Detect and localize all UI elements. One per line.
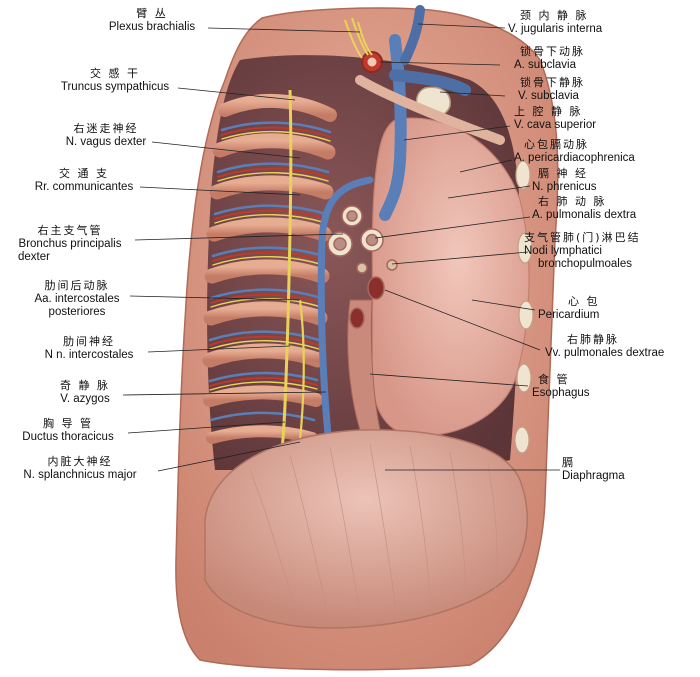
label-cn: 心包膈动脉 <box>524 138 589 151</box>
label-bronchus: 右主支气管 Bronchus principalis dexter <box>6 224 134 264</box>
label-cn: 交 通 支 <box>59 167 109 180</box>
label-v-azygos: 奇 静 脉 V. azygos <box>45 379 125 406</box>
label-cn: 右迷走神经 <box>73 122 139 135</box>
label-la: V. subclavia <box>518 89 579 102</box>
label-cn: 胸 导 管 <box>43 417 93 430</box>
label-la: Plexus brachialis <box>108 20 196 33</box>
label-la: Diaphragma <box>562 469 625 482</box>
label-a-subclavia: 锁骨下动脉 A. subclavia <box>504 45 694 72</box>
intercostal-bundles <box>208 121 332 422</box>
label-v-cava-superior: 上 腔 静 脉 V. cava superior <box>514 105 700 132</box>
label-la: Ductus thoracicus <box>22 430 114 443</box>
label-cn: 食 管 <box>538 373 570 386</box>
label-plexus-brachialis: 臂 丛 Plexus brachialis <box>92 7 212 34</box>
label-cn: 肋间后动脉 <box>44 279 110 292</box>
label-cn: 锁骨下静脉 <box>520 76 585 89</box>
splanchnic-nerve <box>298 299 305 441</box>
label-n-phrenicus: 膈 神 经 N. phrenicus <box>532 167 692 194</box>
label-cn: 膈 神 经 <box>538 167 588 180</box>
label-cn: 支气管肺(门)淋巴结 <box>524 231 641 244</box>
label-cn: 膈 <box>562 456 575 469</box>
costal-cartilages <box>514 160 534 454</box>
label-la: Rr. communicantes <box>34 180 134 193</box>
label-v-jugularis: 颈 内 静 脉 V. jugularis interna <box>508 9 698 36</box>
label-cn: 臂 丛 <box>136 7 168 20</box>
label-cn: 心 包 <box>568 295 600 308</box>
diaphragm-fibers <box>249 443 498 628</box>
label-cn: 右肺静脉 <box>567 333 619 346</box>
label-cn: 锁骨下动脉 <box>520 45 585 58</box>
label-a-pulmonalis: 右 肺 动 脉 A. pulmonalis dextra <box>532 195 692 222</box>
label-cn: 上 腔 静 脉 <box>514 105 583 118</box>
label-a-pericardiacophrenica: 心包膈动脉 A. pericardiacophrenica <box>514 138 700 165</box>
label-la2: bronchopulmoales <box>538 257 632 270</box>
label-nn-intercostales: 肋间神经 N n. intercostales <box>30 335 148 362</box>
label-la: A. subclavia <box>514 58 577 71</box>
leader-lines <box>122 23 560 472</box>
brachial-plexus <box>344 17 373 59</box>
label-la: N. vagus dexter <box>65 135 147 148</box>
label-diaphragma: 膈 Diaphragma <box>562 456 682 483</box>
label-la: A. pulmonalis dextra <box>532 208 637 221</box>
label-la: Aa. intercostales <box>34 292 120 305</box>
label-la: V. cava superior <box>514 118 597 131</box>
label-la: N n. intercostales <box>44 348 134 361</box>
label-n-vagus: 右迷走神经 N. vagus dexter <box>56 122 156 149</box>
label-la: Truncus sympathicus <box>60 80 170 93</box>
label-la: Nodi lymphatici <box>524 244 602 257</box>
label-la: N. phrenicus <box>532 180 597 193</box>
vena-jugularis <box>400 5 425 65</box>
label-pericardium: 心 包 Pericardium <box>538 295 678 322</box>
label-la: V. jugularis interna <box>508 22 603 35</box>
label-cn: 右 肺 动 脉 <box>538 195 607 208</box>
label-ductus-thoracicus: 胸 导 管 Ductus thoracicus <box>8 417 128 444</box>
label-la: Vv. pulmonales dextrae <box>545 346 665 359</box>
ribs <box>202 94 337 444</box>
label-la: V. azygos <box>60 392 110 405</box>
diaphragm-dome <box>204 429 528 629</box>
label-rr-communicantes: 交 通 支 Rr. communicantes <box>28 167 140 194</box>
label-nodi-lymphatici: 支气管肺(门)淋巴结 Nodi lymphatici bronchopulmoa… <box>524 231 696 271</box>
label-la: Pericardium <box>538 308 600 321</box>
label-n-splanchnicus: 内脏大神经 N. splanchnicus major <box>2 455 158 482</box>
label-v-subclavia: 锁骨下静脉 V. subclavia <box>508 76 698 103</box>
label-la: A. pericardiacophrenica <box>514 151 635 164</box>
label-cn: 右主支气管 <box>37 224 103 237</box>
label-esophagus: 食 管 Esophagus <box>532 373 652 400</box>
label-cn: 交 感 干 <box>90 67 140 80</box>
label-truncus-sympathicus: 交 感 干 Truncus sympathicus <box>50 67 180 94</box>
label-la2: posteriores <box>48 305 106 318</box>
label-cn: 奇 静 脉 <box>60 379 110 392</box>
label-la2: dexter <box>18 250 50 263</box>
label-cn: 肋间神经 <box>63 335 115 348</box>
sympathetic-trunk <box>280 89 293 451</box>
vena-subclavia <box>389 69 471 96</box>
label-la: Esophagus <box>532 386 590 399</box>
label-cn: 颈 内 静 脉 <box>520 9 589 22</box>
vena-azygos <box>317 176 374 459</box>
label-la: N. splanchnicus major <box>23 468 137 481</box>
label-cn: 内脏大神经 <box>47 455 113 468</box>
label-vv-pulmonales: 右肺静脉 Vv. pulmonales dextrae <box>545 333 700 360</box>
hilum-structures <box>327 205 398 329</box>
label-aa-intercostales: 肋间后动脉 Aa. intercostales posteriores <box>22 279 132 319</box>
label-la: Bronchus principalis <box>18 237 122 250</box>
